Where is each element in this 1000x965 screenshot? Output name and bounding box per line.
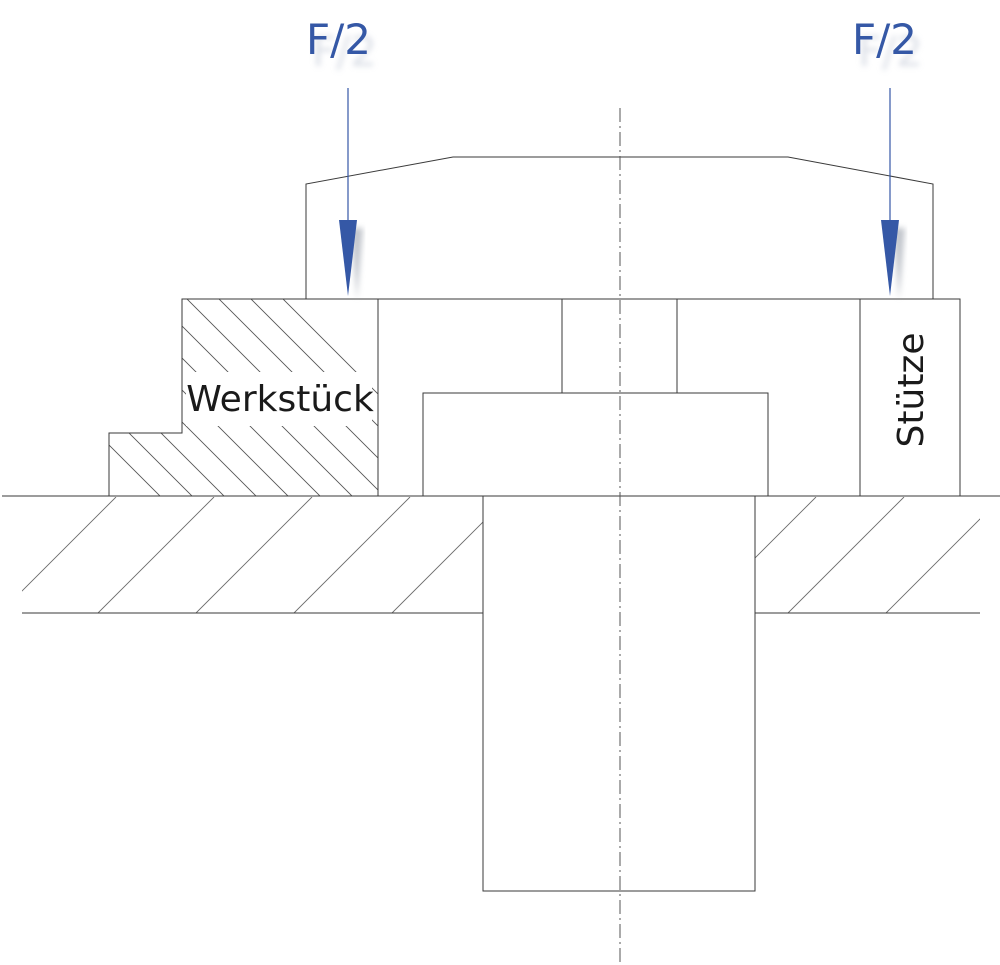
force-arrow-right: F/2 F/2 [852, 15, 923, 300]
force-arrowhead-right [881, 220, 899, 296]
hub-body [377, 298, 861, 497]
force-arrow-left: F/2 F/2 [306, 15, 377, 300]
workpiece-label: Werkstück [186, 379, 374, 420]
support: Stütze [859, 298, 1000, 497]
shaft [482, 495, 756, 892]
base-plate-hatch-right [755, 497, 980, 613]
force-arrowhead-left [339, 220, 357, 296]
base-plate-hatch-left [22, 497, 483, 613]
force-label-right: F/2 [852, 15, 917, 64]
force-label-left: F/2 [306, 15, 371, 64]
hub-step [422, 392, 769, 497]
svg-text:F/2: F/2 [312, 27, 377, 76]
svg-text:F/2: F/2 [858, 27, 923, 76]
support-label: Stütze [891, 333, 932, 448]
